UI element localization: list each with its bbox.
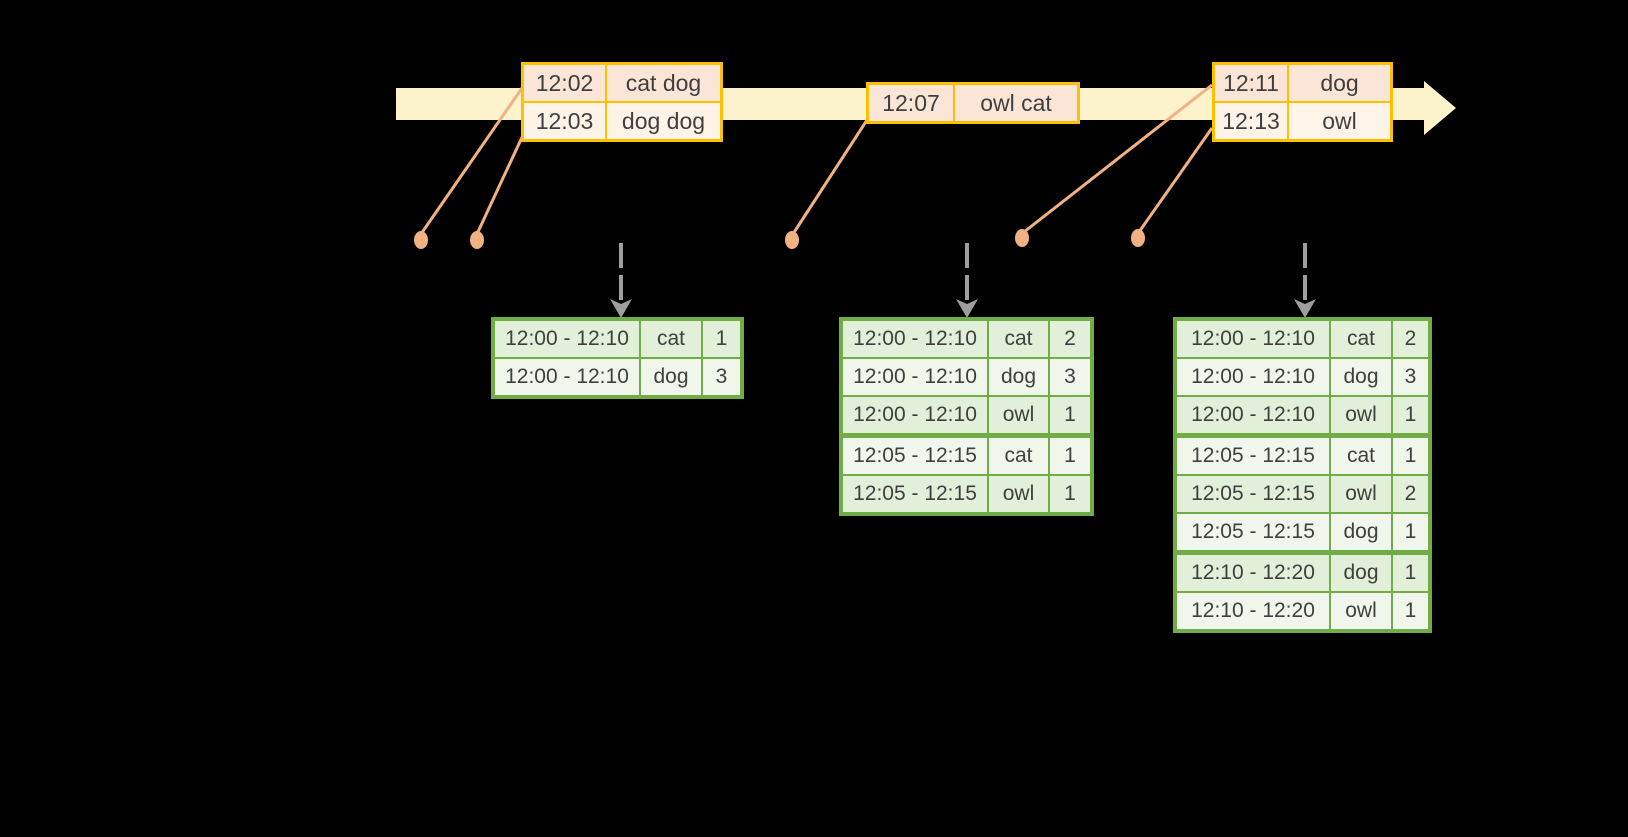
timeline-arrowhead-icon <box>1424 81 1456 135</box>
word-cell: cat <box>1331 438 1393 474</box>
word-cell: owl <box>1331 593 1393 629</box>
window-cell: 12:00 - 12:10 <box>495 359 641 395</box>
window-cell: 12:05 - 12:15 <box>843 438 989 474</box>
event-words-cell: dog <box>1289 65 1390 101</box>
result-row: 12:00 - 12:10 cat 2 <box>1177 321 1428 359</box>
event-row: 12:13 owl <box>1215 103 1390 139</box>
word-cell: dog <box>1331 514 1393 550</box>
window-cell: 12:05 - 12:15 <box>1177 438 1331 474</box>
result-table-3: 12:00 - 12:10 cat 2 12:00 - 12:10 dog 3 … <box>1173 317 1432 633</box>
event-time-cell: 12:03 <box>524 103 607 139</box>
window-cell: 12:10 - 12:20 <box>1177 593 1331 629</box>
event-dot <box>470 231 484 249</box>
event-words-cell: dog dog <box>607 103 720 139</box>
window-cell: 12:00 - 12:10 <box>495 321 641 357</box>
event-table-2: 12:07 owl cat <box>866 82 1080 124</box>
count-cell: 1 <box>1393 514 1428 550</box>
window-cell: 12:00 - 12:10 <box>1177 397 1331 433</box>
event-dot <box>785 231 799 249</box>
result-row: 12:05 - 12:15 owl 2 <box>1177 476 1428 514</box>
count-cell: 1 <box>1393 397 1428 433</box>
result-row: 12:00 - 12:10 dog 3 <box>1177 359 1428 397</box>
event-connector-line <box>1023 83 1213 234</box>
window-cell: 12:05 - 12:15 <box>1177 514 1331 550</box>
event-dot <box>1131 229 1145 247</box>
count-cell: 2 <box>1050 321 1090 357</box>
result-table-2: 12:00 - 12:10 cat 2 12:00 - 12:10 dog 3 … <box>839 317 1094 516</box>
count-cell: 1 <box>1050 476 1090 512</box>
event-connector-line <box>419 87 524 235</box>
window-cell: 12:00 - 12:10 <box>1177 359 1331 395</box>
event-row: 12:11 dog <box>1215 65 1390 103</box>
event-time-cell: 12:13 <box>1215 103 1289 139</box>
count-cell: 1 <box>1393 555 1428 591</box>
word-cell: owl <box>989 476 1050 512</box>
result-table-1: 12:00 - 12:10 cat 1 12:00 - 12:10 dog 3 <box>491 317 744 399</box>
trigger-arrowhead-icon <box>956 299 978 318</box>
count-cell: 2 <box>1393 321 1428 357</box>
result-row: 12:05 - 12:15 dog 1 <box>1177 514 1428 555</box>
event-connector-line <box>1137 127 1214 233</box>
trigger-arrowhead-icon <box>610 299 632 318</box>
result-row: 12:05 - 12:15 cat 1 <box>843 438 1090 476</box>
result-row: 12:10 - 12:20 owl 1 <box>1177 593 1428 629</box>
word-cell: dog <box>989 359 1050 395</box>
event-time-cell: 12:07 <box>869 85 955 121</box>
window-cell: 12:00 - 12:10 <box>1177 321 1331 357</box>
count-cell: 1 <box>1393 438 1428 474</box>
word-cell: cat <box>989 321 1050 357</box>
word-cell: dog <box>1331 555 1393 591</box>
event-words-cell: owl <box>1289 103 1390 139</box>
result-row: 12:00 - 12:10 cat 2 <box>843 321 1090 359</box>
result-row: 12:00 - 12:10 owl 1 <box>843 397 1090 438</box>
count-cell: 3 <box>1393 359 1428 395</box>
event-words-cell: owl cat <box>955 85 1077 121</box>
word-cell: dog <box>1331 359 1393 395</box>
word-cell: owl <box>1331 397 1393 433</box>
count-cell: 1 <box>1050 397 1090 433</box>
event-row: 12:03 dog dog <box>524 103 720 139</box>
window-cell: 12:00 - 12:10 <box>843 397 989 433</box>
window-cell: 12:00 - 12:10 <box>843 321 989 357</box>
result-row: 12:00 - 12:10 dog 3 <box>843 359 1090 397</box>
window-cell: 12:05 - 12:15 <box>1177 476 1331 512</box>
event-table-3: 12:11 dog 12:13 owl <box>1212 62 1393 142</box>
word-cell: cat <box>989 438 1050 474</box>
event-dot <box>1015 229 1029 247</box>
event-table-1: 12:02 cat dog 12:03 dog dog <box>521 62 723 142</box>
count-cell: 2 <box>1393 476 1428 512</box>
result-row: 12:05 - 12:15 owl 1 <box>843 476 1090 512</box>
word-cell: dog <box>641 359 703 395</box>
word-cell: cat <box>1331 321 1393 357</box>
event-row: 12:02 cat dog <box>524 65 720 103</box>
event-row: 12:07 owl cat <box>869 85 1077 121</box>
count-cell: 3 <box>703 359 740 395</box>
result-row: 12:10 - 12:20 dog 1 <box>1177 555 1428 593</box>
count-cell: 1 <box>1393 593 1428 629</box>
window-cell: 12:05 - 12:15 <box>843 476 989 512</box>
event-time-cell: 12:02 <box>524 65 607 101</box>
result-row: 12:00 - 12:10 dog 3 <box>495 359 740 395</box>
event-time-cell: 12:11 <box>1215 65 1289 101</box>
count-cell: 1 <box>1050 438 1090 474</box>
event-connector-line <box>475 132 526 235</box>
event-dot <box>414 231 428 249</box>
result-row: 12:00 - 12:10 owl 1 <box>1177 397 1428 438</box>
event-words-cell: cat dog <box>607 65 720 101</box>
trigger-arrowhead-icon <box>1294 299 1316 318</box>
event-connector-line <box>791 119 869 235</box>
window-cell: 12:10 - 12:20 <box>1177 555 1331 591</box>
result-row: 12:00 - 12:10 cat 1 <box>495 321 740 359</box>
word-cell: owl <box>1331 476 1393 512</box>
window-cell: 12:00 - 12:10 <box>843 359 989 395</box>
result-row: 12:05 - 12:15 cat 1 <box>1177 438 1428 476</box>
word-cell: cat <box>641 321 703 357</box>
count-cell: 3 <box>1050 359 1090 395</box>
count-cell: 1 <box>703 321 740 357</box>
word-cell: owl <box>989 397 1050 433</box>
